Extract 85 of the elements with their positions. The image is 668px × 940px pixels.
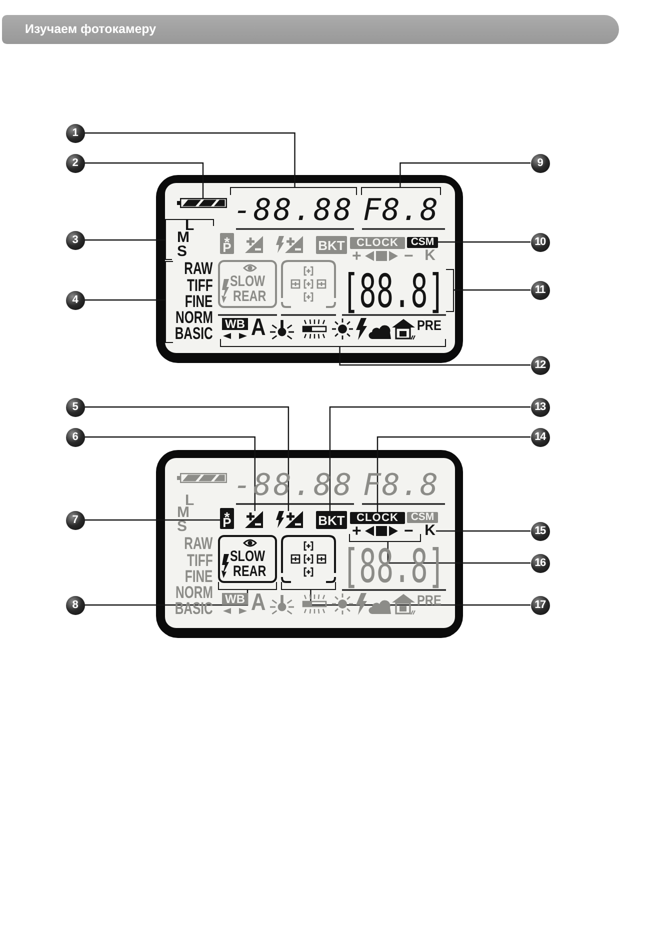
lcd-word: TIFF — [187, 278, 213, 294]
callout-number: 11 — [530, 280, 550, 300]
leader-line — [84, 162, 204, 198]
inverse-badge — [220, 508, 234, 529]
unlit-lcd-word: FINE — [185, 568, 213, 586]
unlit-lcd-letter: S — [177, 521, 188, 533]
leader-line — [310, 590, 530, 606]
callout-number: 10 — [530, 232, 550, 252]
leader-line — [84, 239, 165, 241]
unlit-lcd-symbol: − — [404, 251, 414, 262]
lcd-digits: -88.88 — [233, 197, 354, 224]
unlit-lcd-letter: L — [185, 495, 194, 507]
light-source-row — [220, 316, 446, 347]
lcd-word: SLOW — [230, 550, 266, 563]
lcd-digits: F8.8 — [362, 197, 440, 224]
lcd-word: BASIC — [174, 326, 213, 342]
lcd-symbol: + — [352, 526, 362, 537]
leader-line — [329, 406, 530, 511]
callout-number: 9 — [530, 154, 550, 172]
lcd-word: FINE — [185, 294, 213, 310]
lcd-letter: P — [222, 516, 232, 528]
leader-line — [387, 542, 530, 564]
leader-line — [438, 241, 530, 243]
lcd-letter: A — [251, 318, 266, 338]
leader-line — [436, 530, 530, 532]
callout-number: 17 — [530, 596, 550, 614]
lcd-letter: S — [177, 246, 188, 258]
leader-line — [84, 299, 165, 301]
leader-line — [84, 519, 220, 521]
callout-number: 5 — [66, 398, 84, 416]
callout-number: 15 — [530, 522, 550, 540]
callout-number: 2 — [66, 154, 84, 172]
size-letters — [165, 219, 214, 260]
lcd-letter: K — [424, 524, 436, 538]
unlit-lcd-word: SLOW — [230, 275, 266, 288]
unlit-inverse-label: BKT — [316, 236, 347, 254]
leader-line — [339, 347, 530, 366]
inverse-label: CSM — [407, 237, 438, 248]
unlit-lcd-word: REAR — [233, 290, 266, 303]
inverse-label: WB — [222, 318, 248, 330]
inverse-label: BKT — [316, 511, 347, 529]
callout-number: 8 — [66, 596, 84, 614]
exposure-scale — [349, 526, 421, 542]
leader-line — [84, 132, 296, 187]
lcd-symbol: − — [404, 526, 414, 537]
unlit-lcd-letter: K — [424, 249, 436, 263]
unlit-lcd-letter: P — [222, 242, 232, 252]
callout-number: 7 — [66, 510, 84, 530]
unlit-inverse-label: WB — [222, 593, 248, 605]
lcd-word: RAW — [184, 261, 213, 278]
unlit-inverse-label: CSM — [407, 512, 438, 523]
unlit-inverse-label: CLOCK — [350, 237, 405, 249]
unlit-lcd-letter: M — [177, 507, 190, 519]
lcd-word: REAR — [233, 565, 266, 578]
lcd-letter: L — [185, 220, 194, 232]
page-title: Изучаем фотокамеру — [25, 22, 156, 37]
callout-number: 3 — [66, 230, 84, 250]
battery-icon — [177, 198, 227, 208]
unlit-lcd-word: NORM — [176, 585, 213, 602]
callout-number: 12 — [530, 356, 550, 374]
lcd-word: NORM — [176, 310, 213, 326]
lcd-letter: M — [177, 232, 190, 244]
unlit-lcd-symbol: + — [352, 251, 362, 262]
leader-line — [400, 162, 530, 187]
lcd-word: PRE — [417, 319, 442, 331]
unlit-lcd-letter: A — [251, 593, 266, 613]
callout-number: 6 — [66, 428, 84, 446]
callout-number: 16 — [530, 554, 550, 572]
unlit-lcd-word: PRE — [417, 594, 442, 606]
leader-line — [84, 590, 248, 606]
callout-number: 1 — [66, 124, 84, 142]
quality-list — [165, 261, 213, 343]
unlit-lcd-symbol: * — [224, 234, 230, 242]
unlit-lcd-word: TIFF — [187, 552, 213, 569]
leader-line — [84, 436, 256, 511]
callout-number: 13 — [530, 398, 550, 416]
inverse-label: CLOCK — [350, 512, 405, 524]
leader-line — [454, 289, 530, 291]
unlit-lcd-word: RAW — [184, 536, 213, 553]
flash-plus-minus-icon — [275, 511, 303, 528]
lcd-symbol: * — [224, 510, 230, 516]
plus-minus-icon — [245, 511, 263, 528]
leader-line — [84, 406, 290, 511]
callout-number: 14 — [530, 428, 550, 446]
callout-number: 4 — [66, 290, 84, 310]
